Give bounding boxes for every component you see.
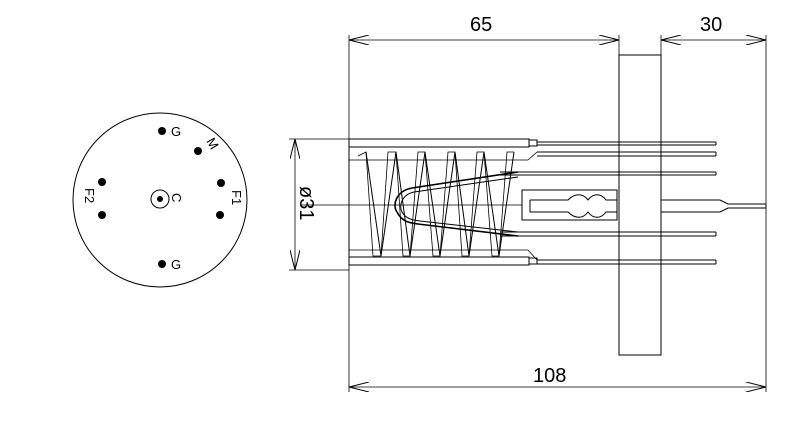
cathode-element <box>521 189 618 221</box>
pin-f1-lower <box>216 211 224 219</box>
grid-helix <box>365 151 515 257</box>
pin-f1 <box>217 179 225 187</box>
cylinder-top-wall <box>348 138 530 148</box>
label-g-top: G <box>171 124 181 139</box>
dim-text-65: 65 <box>470 14 492 36</box>
filament-hairpin <box>394 171 519 237</box>
label-f2: F2 <box>82 188 97 203</box>
label-f1: F1 <box>229 190 244 205</box>
dim-text-diameter: ø31 <box>295 186 317 220</box>
pin-g-bottom <box>158 260 166 268</box>
pin-f2-lower <box>98 211 106 219</box>
pin-f2-upper <box>98 178 106 186</box>
center-terminal <box>661 199 767 213</box>
side-view <box>300 35 767 392</box>
end-view: G M F1 F2 C G <box>72 112 248 288</box>
dim-text-108: 108 <box>533 365 566 387</box>
pin-g-top <box>158 127 166 135</box>
dim-text-30: 30 <box>700 14 722 36</box>
center-pin <box>150 189 170 209</box>
label-c: C <box>169 193 184 202</box>
cylinder-bottom-wall <box>348 256 530 266</box>
dimensions: 65 30 108 ø31 <box>289 14 766 387</box>
label-m: M <box>203 135 221 152</box>
pin-m <box>194 147 202 155</box>
label-g-bottom: G <box>171 257 181 272</box>
base-outline <box>72 112 248 288</box>
flange <box>618 54 662 356</box>
